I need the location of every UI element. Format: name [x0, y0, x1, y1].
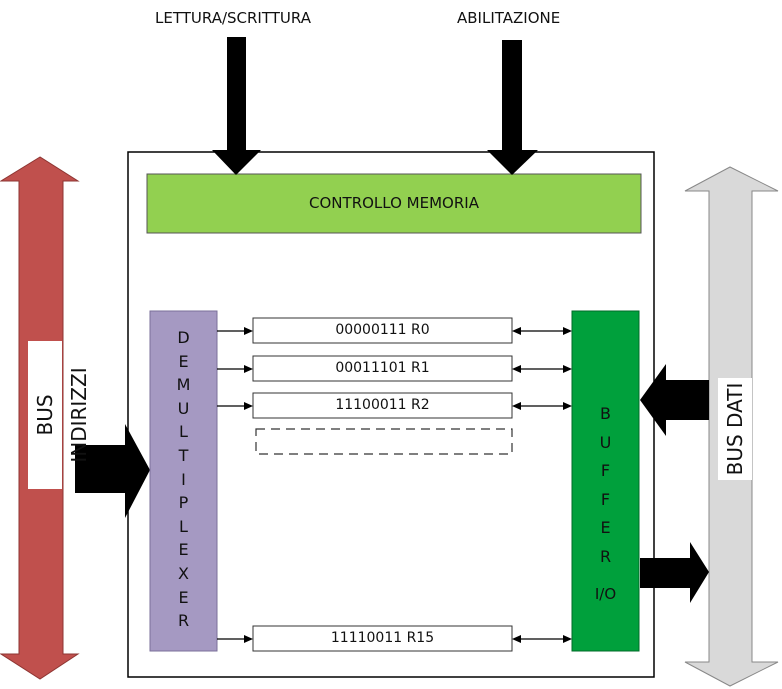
demultiplexer-letter: L: [179, 516, 188, 536]
address-input-arrow: [75, 424, 150, 518]
buffer-letter: F: [600, 489, 611, 509]
buffer-letter: U: [599, 432, 612, 452]
register-r0-label: 00000111 R0: [335, 322, 430, 338]
buffer-letter: B: [600, 404, 611, 423]
buffer-letter: E: [600, 518, 611, 537]
demultiplexer-letter: U: [177, 398, 190, 418]
demultiplexer-letter: R: [177, 611, 190, 631]
demultiplexer-letter: X: [178, 563, 189, 583]
buffer-block: [571, 310, 640, 652]
register-r0: [252, 317, 513, 344]
buffer-letter: R: [599, 546, 612, 566]
register-placeholder: [255, 428, 513, 455]
demux-register-arrows: [217, 330, 246, 640]
demultiplexer-letter: E: [178, 351, 189, 371]
register-r1: [252, 355, 513, 382]
register-r2-label: 11100011 R2: [335, 397, 430, 413]
register-r1-label: 00011101 R1: [335, 360, 430, 376]
address-bus-label: BUS INDIRIZZI: [28, 341, 91, 489]
buffer-io-label: I/O: [594, 585, 617, 603]
data-bus-label: BUS DATI: [718, 378, 752, 480]
register-r2: [252, 392, 513, 419]
demultiplexer-letter: M: [176, 375, 191, 395]
register-r15: [252, 625, 513, 652]
register-r15-label: 11110011 R15: [330, 630, 435, 646]
demultiplexer-letter: D: [177, 328, 190, 347]
demultiplexer-letter: P: [178, 493, 189, 513]
demultiplexer-block: [149, 310, 218, 652]
read-write-arrow: [212, 37, 261, 175]
register-buffer-arrows: [520, 330, 564, 640]
demultiplexer-letter: E: [178, 540, 189, 560]
demultiplexer-letter: L: [179, 422, 188, 442]
memory-control-label: CONTROLLO MEMORIA: [309, 194, 479, 212]
enable-label: ABILITAZIONE: [457, 9, 561, 27]
memory-control-block: [146, 173, 642, 234]
demultiplexer-letter: I: [181, 469, 186, 489]
read-write-label: LETTURA/SCRITTURA: [155, 9, 311, 27]
demultiplexer-letter: E: [178, 587, 189, 607]
buffer-letter: F: [600, 461, 611, 480]
data-output-arrow: [640, 542, 709, 603]
data-input-arrow: [640, 364, 709, 436]
enable-arrow: [487, 40, 538, 175]
demultiplexer-letter: T: [178, 445, 189, 465]
